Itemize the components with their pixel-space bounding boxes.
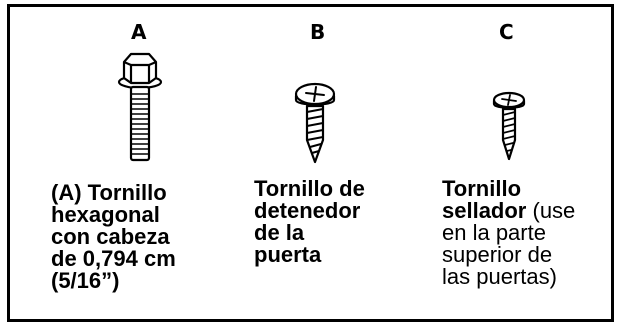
item-a-letter: A — [131, 20, 147, 44]
item-a-line: (A) Tornillo — [51, 180, 167, 205]
phillips-pan-head-screw-icon — [294, 82, 336, 164]
parts-frame — [7, 4, 614, 322]
item-c-letter: C — [499, 20, 514, 44]
item-b-line: de la — [254, 220, 305, 245]
item-a-description: (A) Tornillo hexagonal con cabeza de 0,7… — [51, 182, 176, 292]
item-c-description: Tornillo sellador (use en la parte super… — [442, 176, 576, 289]
item-a-line: hexagonal — [51, 202, 160, 227]
item-c-line: sellador — [442, 198, 527, 223]
item-a-line: con cabeza — [51, 224, 170, 249]
phillips-sealing-screw-icon — [492, 91, 526, 161]
item-b-letter: B — [310, 20, 326, 44]
hex-head-bolt-icon — [117, 52, 163, 162]
item-a-line: (5/16”) — [51, 268, 120, 293]
item-b-line: Tornillo de — [254, 176, 365, 201]
item-b-line: puerta — [254, 242, 322, 267]
item-a-line: de 0,794 cm — [51, 246, 176, 271]
item-c-line: Tornillo — [442, 176, 522, 201]
item-b-description: Tornillo de detenedor de la puerta — [254, 178, 365, 266]
item-b-line: detenedor — [254, 198, 361, 223]
